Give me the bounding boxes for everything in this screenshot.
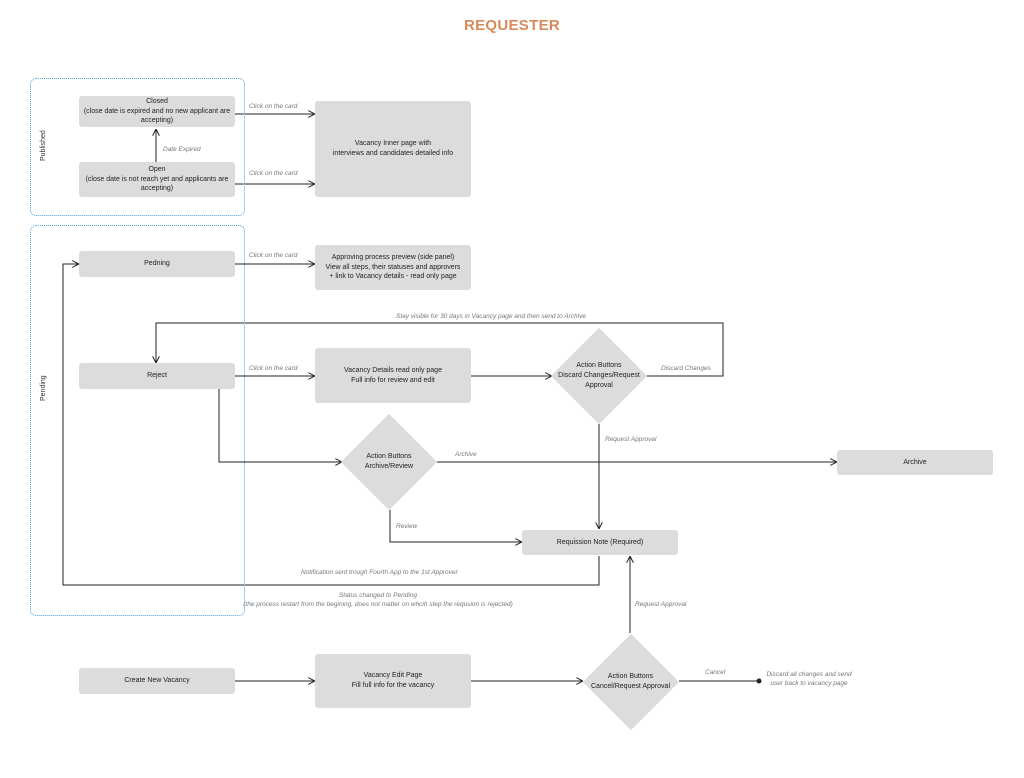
label-archive: Archive bbox=[455, 451, 477, 458]
node-action-cancel-request: Action Buttons Cancel/Request Approval bbox=[582, 633, 679, 730]
node-pending: Pedning bbox=[79, 251, 235, 277]
end-point-icon bbox=[756, 678, 762, 684]
label-review: Review bbox=[396, 523, 418, 530]
label-click-open: Click on the card bbox=[249, 170, 298, 177]
node-approving-preview: Approving process preview (side panel) V… bbox=[315, 245, 471, 290]
node-create-new-vacancy: Create New Vacancy bbox=[79, 668, 235, 694]
node-action-archive-review-label: Action Buttons Archive/Review bbox=[364, 453, 414, 470]
node-open: Open (close date is not reach yet and ap… bbox=[79, 162, 235, 197]
label-cancel: Cancel bbox=[705, 669, 726, 676]
node-action-discard-request: Action Buttons Discard Changes/Request A… bbox=[550, 327, 648, 425]
node-reject: Reject bbox=[79, 363, 235, 389]
node-requisition-note: Requission Note (Required) bbox=[522, 530, 678, 555]
label-click-closed: Click on the card bbox=[249, 103, 298, 110]
group-pending-label: Pending bbox=[40, 375, 47, 401]
label-click-reject: Click on the card bbox=[249, 365, 298, 372]
node-action-archive-review: Action Buttons Archive/Review bbox=[340, 413, 438, 511]
label-stay-visible: Stay visible for 30 days in Vacancy page… bbox=[396, 313, 586, 320]
node-archive: Archive bbox=[837, 450, 993, 475]
label-request-approval-top: Request Approval bbox=[605, 436, 657, 443]
node-action-cancel-request-label: Action Buttons Cancel/Request Approval bbox=[591, 672, 670, 690]
label-discard-note: Discard all changes and send user back t… bbox=[766, 671, 852, 688]
node-vacancy-inner: Vacancy Inner page with interviews and c… bbox=[315, 101, 471, 197]
group-published bbox=[30, 78, 245, 216]
label-discard-changes: Discard Changes bbox=[661, 365, 711, 372]
label-notification: Notification sent trough Fourth App to t… bbox=[301, 569, 458, 576]
node-vacancy-edit: Vacancy Edit Page Fill full info for the… bbox=[315, 654, 471, 708]
label-status-changed: Status changed to Pending (the process r… bbox=[243, 592, 513, 609]
label-request-approval-bottom: Request Approval bbox=[635, 601, 687, 608]
edge-review-to-note bbox=[389, 510, 521, 542]
node-action-discard-request-label: Action Buttons Discard Changes/Request A… bbox=[558, 362, 640, 389]
edge-reject-to-archive-action bbox=[218, 389, 341, 462]
node-closed: Closed (close date is expired and no new… bbox=[79, 96, 235, 127]
node-vacancy-details: Vacancy Details read only page Full info… bbox=[315, 348, 471, 403]
label-click-pending: Click on the card bbox=[249, 252, 298, 259]
diagram-title: REQUESTER bbox=[463, 17, 561, 34]
group-pending bbox=[30, 225, 245, 616]
label-date-expired: Date Expired bbox=[163, 146, 201, 153]
group-published-label: Published bbox=[40, 130, 47, 161]
edge-discard-loop bbox=[156, 322, 724, 377]
edge-note-to-pending bbox=[62, 264, 600, 586]
